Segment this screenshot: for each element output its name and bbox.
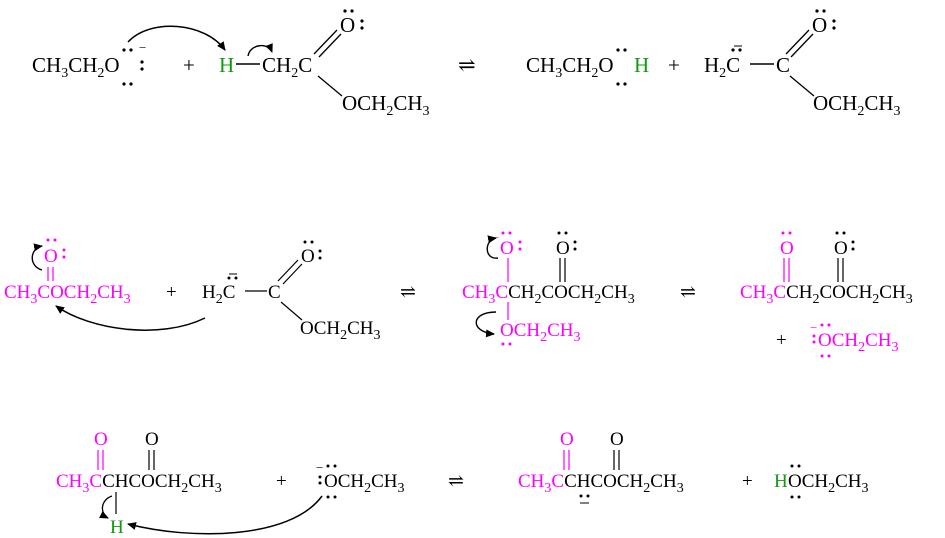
step1-equilibrium: ⇌ (458, 53, 476, 77)
step2-equilibrium-b: ⇌ (680, 282, 696, 303)
step2-tetra-main: CH3CCH2COCH2CH3 (462, 282, 635, 307)
step3-plus-a: + (276, 471, 287, 492)
step1-enolate-co-bond-a (785, 29, 810, 55)
step1-oet: OCH2CH3 (342, 91, 430, 119)
step3-arrow-ch (99, 495, 113, 519)
step3-ethanol-h: H (774, 471, 788, 492)
step2-keto-o1-lone-pairs (781, 231, 792, 235)
step1-enolate-h2c: H2C (704, 53, 740, 81)
step2-enolate-c-oet-bond (280, 301, 303, 321)
step2-keto-o2-lone-pairs (835, 231, 855, 251)
step1-enolate-c: C (776, 53, 790, 77)
step1-enolate-c-oet-bond (789, 75, 815, 97)
step1-plus-a: + (183, 53, 195, 77)
step2-keto-o1: O (780, 238, 794, 259)
step1-ethoxide: CH3CH2O (32, 53, 120, 81)
step2-tetra-oet: OCH2CH3 (500, 320, 581, 345)
step1-carbonyl-o: O (340, 13, 355, 37)
step1-arrow-deprotonation (127, 25, 226, 51)
step1-ethanol-h: H (634, 53, 649, 77)
step2-plus-b: + (776, 330, 787, 351)
step1-hydrogen: H (219, 53, 234, 77)
step3-enolate-o2: O (610, 429, 624, 450)
step2-enolate-carbonyl-lone-pairs (303, 240, 322, 260)
step2-ester: CH3COCH2CH3 (4, 282, 131, 307)
step3-ethoxide: OCH2CH3 (324, 471, 405, 496)
step3-alpha-h: H (110, 517, 124, 538)
step2-tetra-oet-lone-pairs (501, 342, 512, 346)
step1-ethoxide-lone-pairs (122, 48, 144, 86)
step1: CH3CH2O − + H CH2C O OCH2CH3 ⇌ CH3CH2O (32, 9, 901, 119)
step3-enolate-main: CH3CCHCOCH2CH3 (518, 471, 684, 496)
step1-ethoxide-charge: − (139, 40, 146, 55)
step2-enolate-lone-pair (227, 276, 238, 280)
step3-keto-main: CH3CCHCOCH2CH3 (56, 471, 222, 496)
step1-co-bond-a (313, 29, 338, 55)
step1-co-bond-b (318, 33, 342, 58)
step2-enolate-oet: OCH2CH3 (300, 318, 381, 343)
step2: O CH3COCH2CH3 + H2C C O OCH2CH3 ⇌ O (4, 230, 913, 358)
step2-ethoxide-charge: − (810, 320, 817, 335)
step2-arrow-leave (475, 311, 497, 338)
step1-enolate-carbonyl-o: O (812, 13, 827, 37)
step1-enolate-oet: OCH2CH3 (813, 91, 901, 119)
step2-tetra-carbonyl-lone-pairs (557, 231, 577, 251)
step2-ester-lone-pairs (46, 238, 66, 259)
step3: O O CH3CCHCOCH2CH3 H + − OCH2CH3 ⇌ O O C… (56, 429, 869, 538)
step1-c-oet-bond (317, 75, 343, 97)
step2-keto-main: CH3CCH2COCH2CH3 (740, 282, 913, 307)
step2-enolate-c: C (268, 282, 281, 303)
step3-plus-b: + (742, 471, 753, 492)
step1-enolate-co-bond-b (790, 33, 814, 58)
step2-arrow-reform (486, 235, 499, 259)
step1-ethanol-lone-pairs (616, 48, 627, 86)
step1-plus-b: + (668, 53, 680, 77)
step2-ester-carbonyl-o: O (44, 246, 58, 267)
step2-enolate-co-bond-a (277, 259, 299, 282)
step2-keto-o2: O (834, 238, 848, 259)
step2-enolate-co-bond-b (282, 263, 303, 285)
step2-ethoxide-lone-pairs (812, 323, 831, 358)
step2-equilibrium-a: ⇌ (400, 282, 416, 303)
step2-arrow-attack (55, 305, 206, 331)
step3-ethoxide-lone-pairs (318, 464, 337, 499)
step3-keto-o1: O (94, 429, 108, 450)
step2-ethoxide: OCH2CH3 (818, 330, 899, 355)
step3-ethoxide-charge: − (316, 460, 323, 475)
step3-ethanol-lone-pairs (790, 464, 801, 499)
step2-enolate-h2c: H2C (202, 282, 235, 307)
step3-ethanol: OCH2CH3 (788, 471, 869, 496)
step1-enolate-lone-pair (731, 48, 742, 52)
step1-ethanol: CH3CH2O (526, 53, 614, 81)
step3-keto-o2: O (145, 429, 159, 450)
step3-enolate-o1: O (560, 429, 574, 450)
step2-plus-a: + (166, 282, 177, 303)
step3-arrow-deprotonation (127, 495, 323, 535)
step1-enolate-carbonyl-lone-pairs (815, 9, 836, 30)
step3-enolate-lone-pair (579, 494, 590, 498)
step2-tetra-o-lone-pairs (501, 231, 522, 251)
step1-carbonyl-lone-pairs (343, 9, 364, 30)
step2-arrow-carbonyl (31, 243, 43, 271)
step2-tetra-o-minus: O (500, 238, 514, 259)
step2-tetra-carbonyl-o: O (556, 238, 570, 259)
step2-enolate-carbonyl-o: O (301, 246, 315, 267)
step1-arrow-bond (247, 43, 273, 57)
step3-equilibrium: ⇌ (448, 471, 464, 492)
step1-ch2c: CH2C (262, 53, 312, 81)
